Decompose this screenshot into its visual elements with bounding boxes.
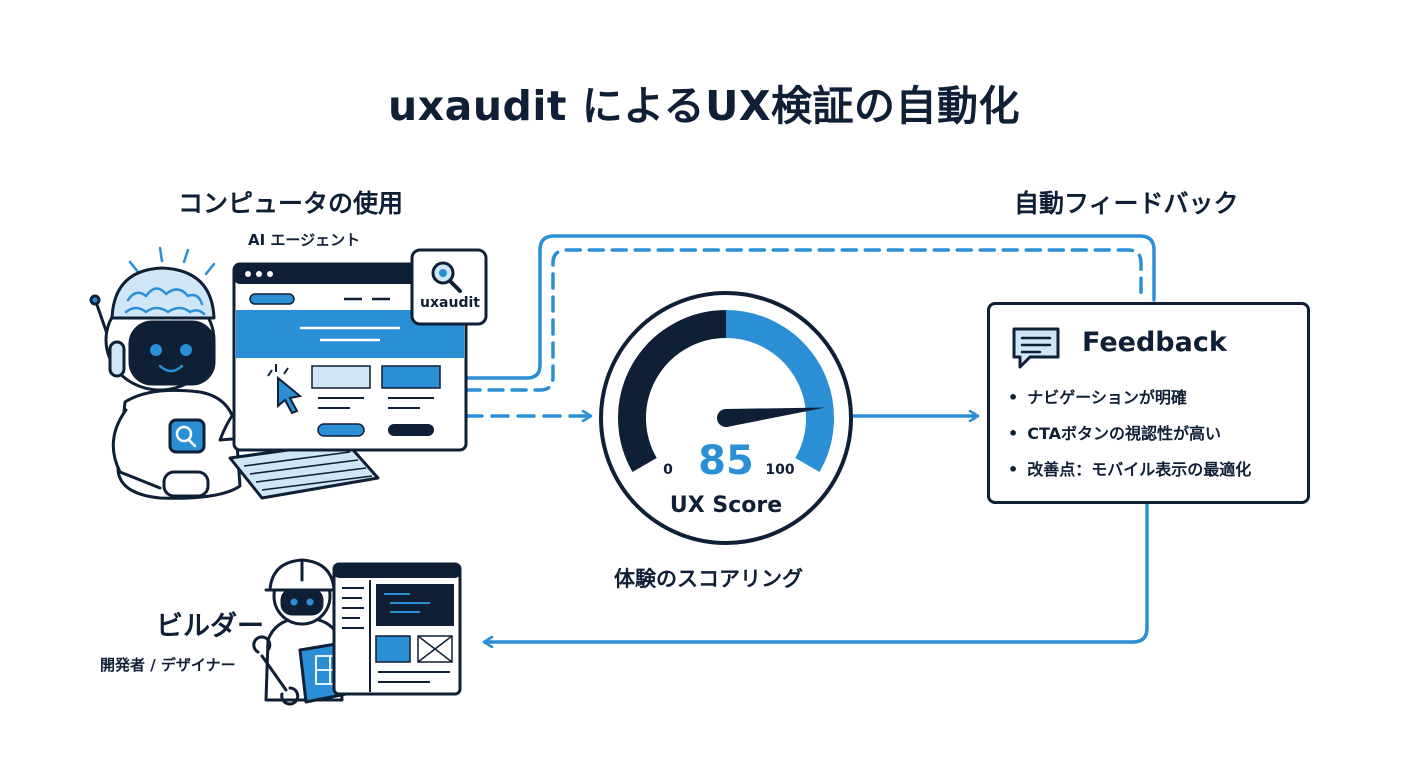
feedback-card-title: Feedback: [1082, 327, 1227, 358]
image-placeholder-icon: [417, 635, 453, 663]
feedback-card: Feedback ナビゲーションが明確 CTAボタンの視認性が高い 改善点：モバ…: [987, 302, 1310, 504]
gauge-hub: [717, 409, 735, 427]
arrow-to-builder: [485, 503, 1149, 642]
gauge-fill-arc: [725, 310, 834, 472]
page-title: uxaudit によるUX検証の自動化: [388, 82, 1020, 130]
computer-use-heading: コンピュータの使用: [178, 189, 404, 218]
gauge-needle: [725, 407, 826, 427]
builder-code-window: [332, 562, 462, 696]
gauge-min-label: 0: [663, 462, 673, 478]
feedback-item: CTAボタンの視認性が高い: [1008, 421, 1251, 457]
cursor-icon: [277, 375, 303, 415]
computer-use-subheading: AI エージェント: [248, 231, 361, 249]
loop-line-dashed: [464, 248, 1143, 392]
gauge-score-value: 85: [698, 438, 754, 484]
keyboard-illustration: [228, 440, 380, 500]
feedback-list: ナビゲーションが明確 CTAボタンの視認性が高い 改善点：モバイル表示の最適化: [1008, 385, 1251, 493]
builder-subheading: 開発者 / デザイナー: [100, 656, 236, 674]
ux-score-gauge: 85 0 100 UX Score: [599, 291, 853, 545]
chat-bubble-icon: [1012, 327, 1060, 369]
ai-robot-illustration: [89, 246, 278, 500]
gauge-track: [618, 310, 727, 472]
feedback-heading: 自動フィードバック: [1014, 189, 1239, 218]
gauge-caption: UX Score: [670, 493, 782, 518]
loop-line-solid: [464, 234, 1156, 380]
scoring-label: 体験のスコアリング: [614, 567, 803, 591]
wrench-icon: [252, 635, 300, 706]
feedback-item: 改善点：モバイル表示の最適化: [1008, 457, 1251, 493]
feedback-item: ナビゲーションが明確: [1008, 385, 1251, 421]
magnifier-gear-icon: [431, 261, 462, 293]
builder-heading: ビルダー: [156, 611, 264, 642]
gauge-max-label: 100: [765, 462, 794, 478]
uxaudit-badge: [410, 248, 488, 326]
uxaudit-badge-label: uxaudit: [420, 295, 480, 311]
connector-arrows: [464, 234, 1156, 642]
